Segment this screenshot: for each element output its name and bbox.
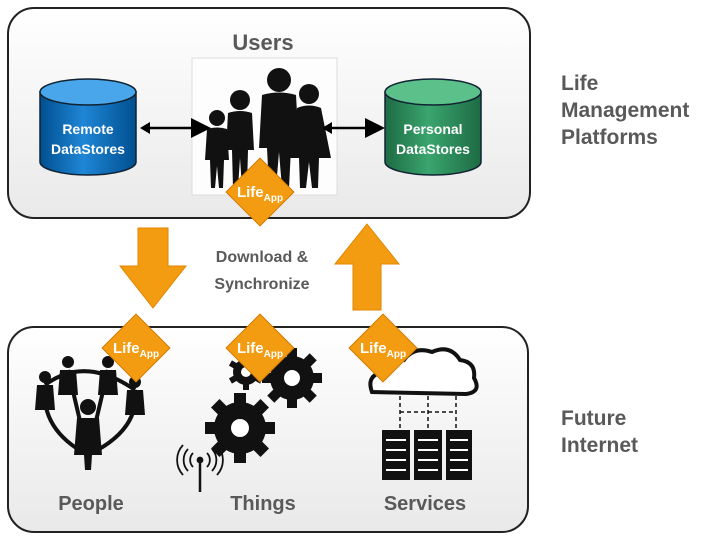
services-label: Services [384, 493, 466, 515]
svg-text:LifeApp: LifeApp [237, 184, 283, 204]
upload-arrow [333, 223, 401, 311]
life-management-platforms-label: Life Management Platforms [561, 70, 689, 151]
people-network-icon [35, 356, 145, 470]
things-label: Things [230, 493, 296, 515]
family-icon [191, 57, 338, 196]
lifeapp-badge-top[interactable]: LifeApp [225, 157, 295, 227]
download-sync-label-1: Download & [216, 249, 309, 266]
people-label: People [58, 493, 124, 515]
download-arrow [118, 227, 188, 309]
svg-text:LifeApp: LifeApp [360, 340, 406, 360]
side-label-line: Internet [561, 434, 639, 457]
remote-datastore-label-2: DataStores [51, 141, 125, 157]
side-label-line: Platforms [561, 126, 658, 149]
svg-text:LifeApp: LifeApp [113, 340, 159, 360]
wireless-antenna-icon [176, 444, 224, 492]
remote-sync-arrow-left-head [140, 122, 150, 134]
personal-sync-arrow-left-head [322, 122, 332, 134]
side-label-line: Future [561, 407, 627, 430]
side-label-line: Life [561, 72, 599, 95]
download-sync-label-2: Synchronize [214, 276, 309, 293]
side-label-line: Management [561, 99, 690, 122]
lifeapp-badge-things[interactable]: LifeApp [225, 313, 295, 383]
remote-datastore-label-1: Remote [62, 121, 114, 137]
personal-datastore-label-1: Personal [403, 121, 462, 137]
lifeapp-badge-people[interactable]: LifeApp [101, 313, 171, 383]
gears-icon [205, 348, 322, 463]
users-title: Users [232, 30, 293, 55]
personal-datastore-icon: Personal DataStores [384, 78, 482, 176]
svg-text:LifeApp: LifeApp [237, 340, 283, 360]
personal-datastore-label-2: DataStores [396, 141, 470, 157]
future-internet-label: Future Internet [561, 405, 638, 459]
lifeapp-badge-services[interactable]: LifeApp [348, 313, 418, 383]
remote-datastore-icon: Remote DataStores [39, 78, 137, 176]
